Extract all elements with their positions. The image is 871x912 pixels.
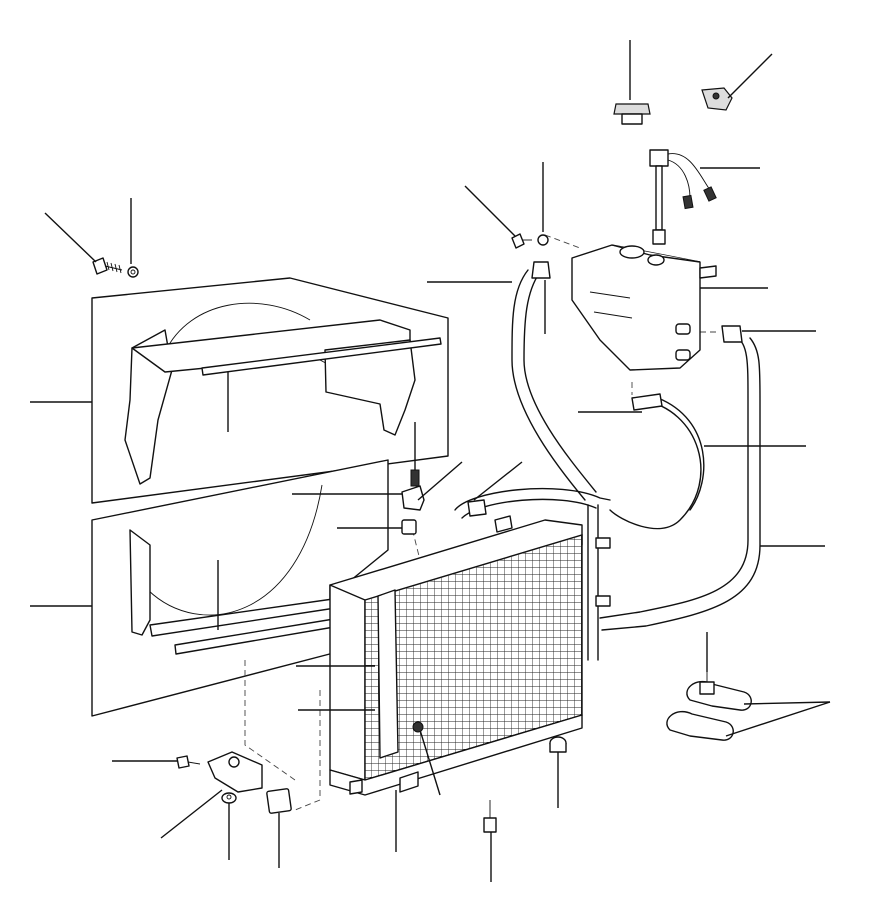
upper-fan-cowl-panel — [91, 277, 449, 504]
bleed-screw — [483, 800, 497, 833]
bracket-left-bottom — [207, 751, 263, 793]
hose-middle — [609, 393, 705, 530]
hose-top-radiator — [454, 487, 611, 519]
level-sensor — [649, 149, 717, 245]
hose-right — [599, 325, 761, 631]
hose-clip-top — [531, 261, 551, 279]
bolt-top-left — [92, 257, 123, 275]
tank-washer — [537, 234, 549, 246]
hose-left — [511, 269, 597, 501]
radiator — [329, 515, 583, 796]
pipe-vertical — [587, 504, 611, 661]
screw-bottom-left — [176, 755, 201, 769]
rubber-cap — [701, 87, 733, 111]
pad-bottom — [266, 788, 292, 814]
p-clip-assembly — [666, 672, 752, 741]
drain-plug — [412, 721, 424, 733]
nut-bottom-left — [221, 792, 237, 804]
lower-mount-rubber — [549, 736, 567, 753]
fan-clip — [401, 469, 425, 511]
expansion-tank — [571, 244, 717, 371]
filler-cap — [613, 103, 651, 125]
tank-screw — [511, 233, 532, 249]
washer-top-left — [127, 266, 139, 278]
rubber-mount — [401, 519, 417, 535]
